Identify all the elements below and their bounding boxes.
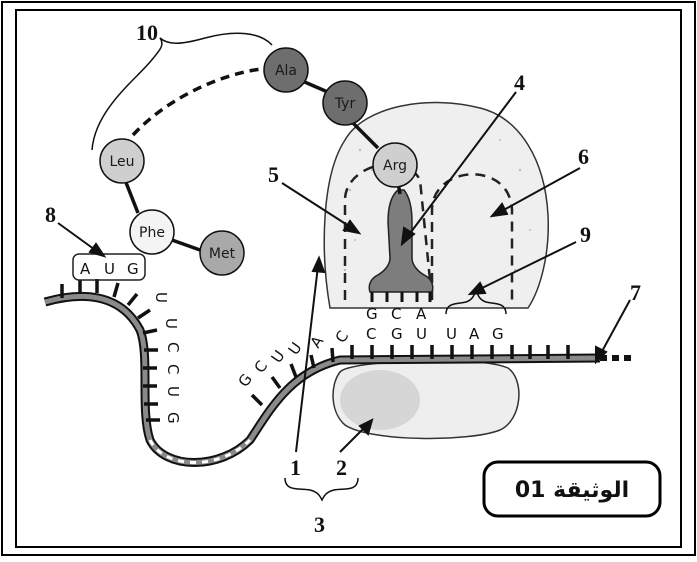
- svg-text:Leu: Leu: [109, 154, 134, 170]
- svg-text:Phe: Phe: [139, 225, 165, 241]
- label-2: 2: [336, 455, 347, 480]
- label-1: 1: [290, 455, 301, 480]
- stop-codon-base-2: A: [469, 325, 480, 343]
- curve-base-3: C: [164, 342, 182, 352]
- site-codon-base-3: U: [416, 325, 427, 343]
- start-codon-base-2: U: [104, 260, 115, 278]
- label-7: 7: [630, 280, 641, 305]
- svg-text:Arg: Arg: [383, 158, 407, 174]
- mrna-dashed-loop: [148, 438, 252, 464]
- label-9: 9: [580, 222, 591, 247]
- lower-base-3: U: [268, 347, 289, 366]
- label-10: 10: [136, 20, 158, 45]
- document-label-box: [482, 460, 662, 518]
- lower-base-6: C: [332, 327, 353, 346]
- curve-base-1: U: [152, 292, 170, 303]
- mrna-base-ticks: [60, 279, 570, 422]
- svg-text:Met: Met: [209, 246, 236, 262]
- start-codon-base-3: G: [127, 260, 139, 278]
- anticodon-base-2: C: [391, 305, 401, 323]
- bracket-3: [284, 477, 359, 502]
- pointer-arrows: [57, 91, 631, 453]
- inner-frame: [15, 9, 682, 548]
- amino-acid-met: Met: [199, 230, 245, 276]
- site-codon-base-2: G: [391, 325, 403, 343]
- amino-acid-arg: Arg: [372, 142, 418, 188]
- label-4: 4: [514, 70, 525, 95]
- curve-base-2: U: [162, 318, 180, 329]
- bracket-10: [91, 32, 273, 151]
- lower-base-2: C: [251, 357, 272, 376]
- site-codon-base-1: C: [366, 325, 376, 343]
- label-6: 6: [578, 144, 589, 169]
- amino-acid-phe: Phe: [129, 209, 175, 255]
- start-codon-base-1: A: [80, 260, 91, 278]
- amino-acid-leu: Leu: [99, 138, 145, 184]
- start-codon-box: [72, 253, 146, 281]
- anticodon-base-3: A: [416, 305, 427, 323]
- document-label: الوثيقة 01: [515, 478, 629, 503]
- curve-base-4: C: [164, 364, 182, 374]
- svg-text:Ala: Ala: [275, 63, 297, 79]
- label-5: 5: [268, 162, 279, 187]
- amino-acid-tyr: Tyr: [322, 80, 368, 126]
- lower-base-1: G: [235, 370, 256, 390]
- label-8: 8: [45, 202, 56, 227]
- trna-anticodon-ticks: [370, 292, 432, 302]
- amino-acid-ala: Ala: [263, 47, 309, 93]
- anticodon-base-1: G: [366, 305, 378, 323]
- curve-base-5: U: [164, 386, 182, 397]
- lower-base-4: U: [285, 339, 306, 358]
- stop-codon-base-1: U: [446, 325, 457, 343]
- trna-molecule: [368, 189, 434, 293]
- peptide-dashed-link: [131, 66, 273, 137]
- stop-codon-base-3: G: [492, 325, 504, 343]
- ribosome-large-subunit: [323, 101, 549, 309]
- svg-text:Tyr: Tyr: [334, 96, 356, 112]
- label-3: 3: [314, 512, 325, 537]
- p-site-outline: [343, 162, 434, 301]
- small-subunit-shaded-region: [340, 370, 420, 430]
- curve-base-6: G: [164, 412, 182, 424]
